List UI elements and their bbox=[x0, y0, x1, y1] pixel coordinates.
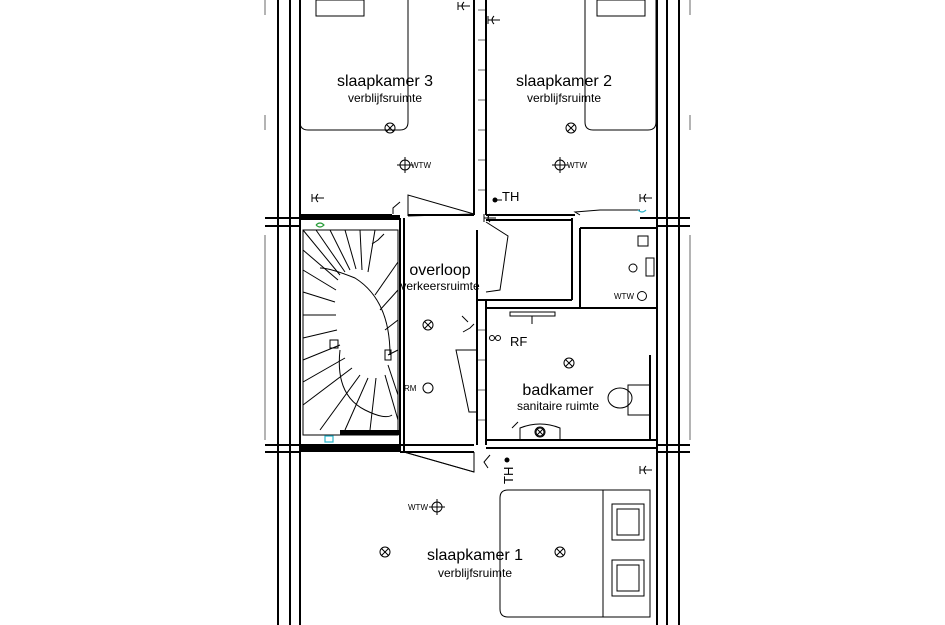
toilet-icon bbox=[607, 384, 651, 416]
room-name-overloop: overloop bbox=[409, 262, 470, 279]
room-function-slaapkamer1: verblijfsruimte bbox=[438, 566, 512, 580]
door-swing-icon bbox=[403, 194, 640, 473]
rm-detector-icon bbox=[422, 382, 434, 394]
rm-label: RM bbox=[404, 384, 417, 393]
wtw-vent-icon bbox=[397, 157, 647, 515]
room-function-overloop: verkeersruimte bbox=[400, 279, 480, 293]
interior-walls bbox=[300, 0, 658, 453]
wtw-label: WTW bbox=[614, 292, 634, 301]
switch-icon bbox=[371, 201, 519, 469]
room-labels: slaapkamer 3 verblijfsruimte slaapkamer … bbox=[337, 73, 612, 580]
ceiling-light-icon bbox=[379, 122, 577, 558]
room-name-slaapkamer1: slaapkamer 1 bbox=[427, 547, 523, 564]
bed-slaapkamer-1 bbox=[499, 489, 651, 618]
wtw-label: WTW bbox=[411, 161, 431, 170]
wtw-label: WTW bbox=[408, 503, 428, 512]
rf-label: RF bbox=[510, 334, 527, 349]
symbol-labels: WTW WTW WTW WTW RM TH RF TH bbox=[404, 161, 634, 512]
room-name-slaapkamer2: slaapkamer 2 bbox=[516, 73, 612, 90]
th-label: TH bbox=[502, 189, 519, 204]
bed-slaapkamer-3 bbox=[299, 0, 409, 131]
room-function-slaapkamer3: verblijfsruimte bbox=[348, 91, 422, 105]
bed-slaapkamer-2 bbox=[584, 0, 657, 131]
room-name-slaapkamer3: slaapkamer 3 bbox=[337, 73, 433, 90]
staircase-icon bbox=[302, 229, 399, 436]
vent-bar bbox=[509, 311, 556, 324]
th-label: TH bbox=[501, 467, 516, 484]
toilet-room-fixtures bbox=[628, 235, 655, 277]
sink-icon bbox=[519, 423, 561, 440]
socket-icon bbox=[311, 1, 652, 475]
smoke-detector-icon bbox=[324, 209, 647, 443]
wtw-label: WTW bbox=[567, 161, 587, 170]
room-name-badkamer: badkamer bbox=[522, 382, 594, 399]
wall-hatching bbox=[478, 9, 485, 421]
room-function-slaapkamer2: verblijfsruimte bbox=[527, 91, 601, 105]
thermostat-icon bbox=[492, 197, 510, 463]
stair-marker-icon bbox=[315, 222, 325, 228]
room-function-badkamer: sanitaire ruimte bbox=[517, 399, 599, 413]
